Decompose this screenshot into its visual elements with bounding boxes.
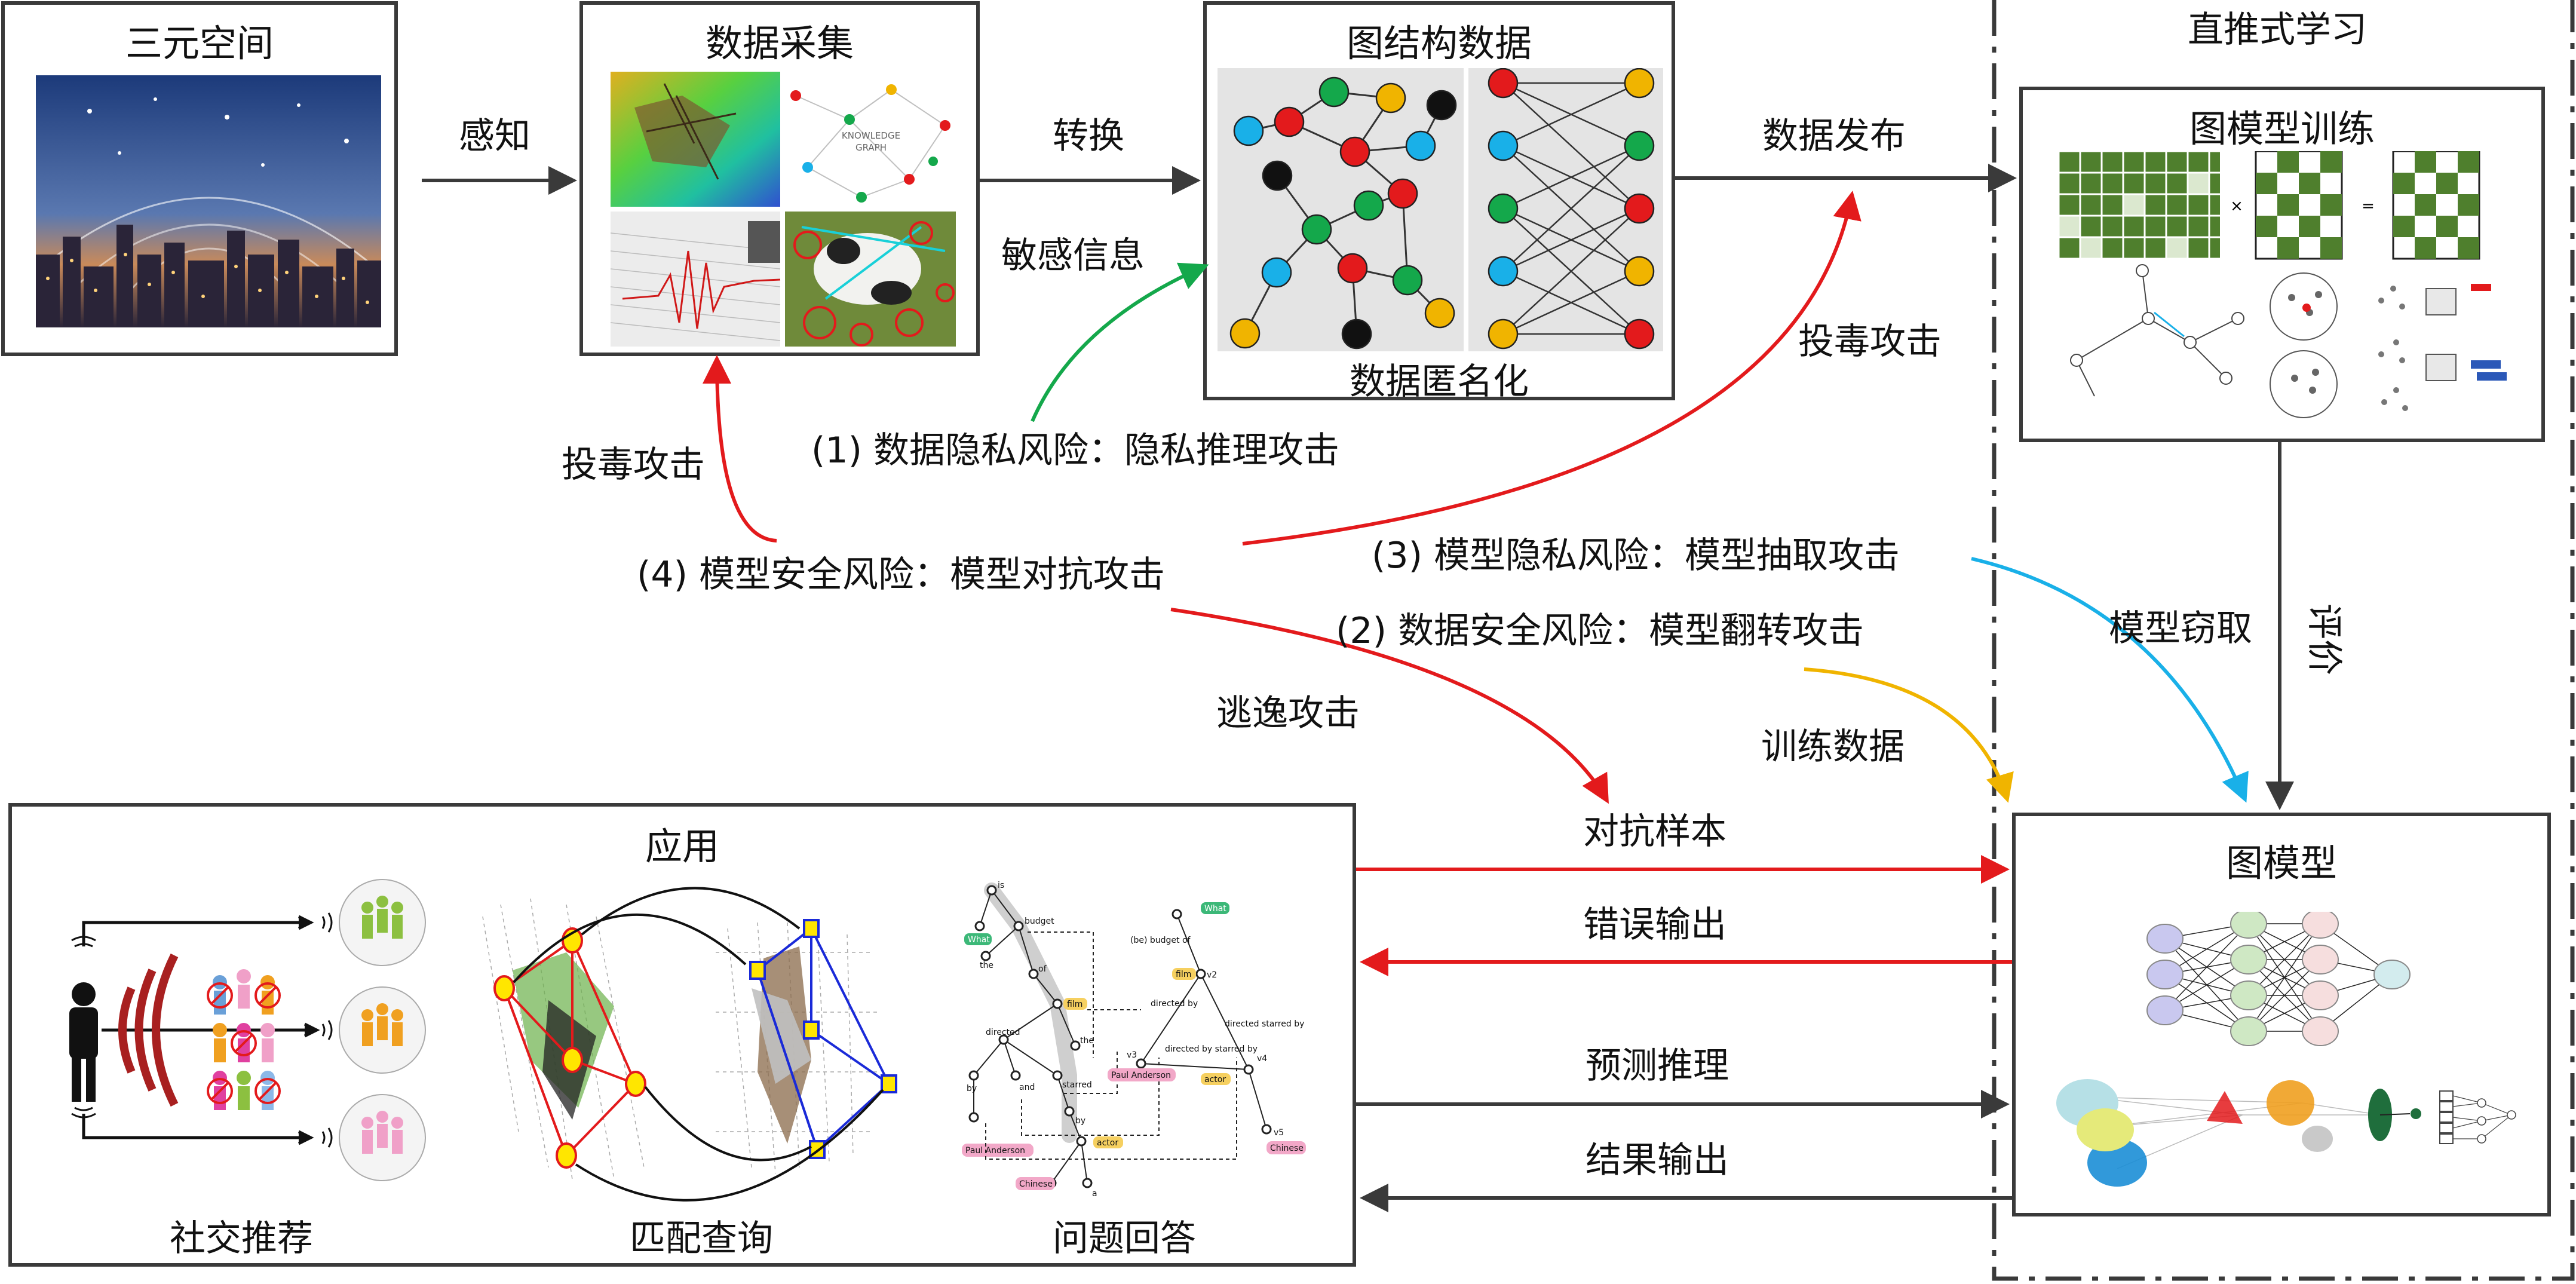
qa-node-10: starred [1062,1080,1092,1090]
label-predict: 预测推理 [1586,1045,1729,1087]
graph-images [1218,68,1663,351]
qa-node-2: What [968,935,990,945]
training-illustration: × = [2059,151,2507,418]
data-collection-title: 数据采集 [705,22,854,65]
label-sensitive: 敏感信息 [1001,235,1145,277]
qa-node-15: a [1092,1189,1097,1199]
kg-text-2: GRAPH [855,142,887,153]
label-steal: 模型窃取 [2109,608,2252,649]
risk-4-label: (4) 模型安全风险：模型对抗攻击 [637,554,1166,596]
label-publish: 数据发布 [1762,115,1906,157]
matching-query-illustration [482,887,897,1202]
qa-node-1: budget [1025,917,1054,926]
application-title: 应用 [645,825,719,868]
label-train-data: 训练数据 [1761,726,1905,768]
label-wrong-output: 错误输出 [1583,904,1726,946]
graph-data-title: 图结构数据 [1346,22,1532,65]
question-answering-illustration: is budget What the of film directed the … [962,881,1306,1199]
risk-3-label: (3) 模型隐私风险：模型抽取攻击 [1372,535,1900,577]
label-result-output: 结果输出 [1586,1139,1729,1181]
ternary-space-title: 三元空间 [125,22,274,65]
qa-node-0: is [998,881,1004,890]
graph-model-box: 图模型 [2012,813,2551,1216]
qa-right-11: v5 [1274,1128,1284,1138]
arrow-sensitive [1031,262,1209,422]
qa-node-8: by [967,1084,977,1093]
social-recommendation-label: 社交推荐 [170,1218,313,1260]
qa-right-8: directed starred by [1225,1019,1304,1029]
application-box: 应用 [8,803,1356,1267]
qa-right-1: (be) budget of [1130,936,1191,945]
label-evaluate: 评价 [2303,603,2345,675]
qa-right-10: actor [1204,1075,1226,1084]
qa-node-5: film [1067,1000,1082,1009]
qa-right-6: Paul Anderson [1111,1071,1171,1080]
graph-model-title: 图模型 [2225,841,2337,885]
data-collection-box: 数据采集 KNOWLEDGE GRAPH [579,1,980,356]
qa-node-9: and [1019,1083,1035,1092]
graph-training-title: 图模型训练 [2189,107,2375,151]
qa-node-3: the [980,961,993,970]
question-answering-label: 问题回答 [1053,1218,1196,1260]
qa-right-7: directed by starred by [1165,1044,1258,1054]
social-recommendation-illustration [69,879,426,1181]
label-convert: 转换 [1053,115,1124,157]
graph-data-box: 图结构数据 [1203,1,1675,403]
graph-training-box: 图模型训练 × = [2019,87,2545,442]
transductive-title: 直推式学习 [2188,9,2367,51]
label-perceive: 感知 [459,115,530,157]
svg-text:=: = [2362,197,2375,215]
qa-right-2: film [1176,970,1191,979]
anonymization-label: 数据匿名化 [1350,361,1529,403]
qa-right-4: directed by [1151,999,1198,1009]
qa-right-12: Chinese [1270,1144,1304,1153]
qa-node-12: actor [1097,1138,1118,1148]
qa-right-0: What [1204,904,1226,914]
city-image [36,75,381,327]
qa-node-4: of [1038,964,1047,974]
qa-node-11: by [1075,1116,1085,1126]
label-evasion: 逃逸攻击 [1216,692,1360,734]
svg-text:×: × [2230,197,2243,215]
qa-right-9: v4 [1257,1054,1267,1064]
label-poison-left: 投毒攻击 [562,444,705,486]
matching-query-label: 匹配查询 [630,1218,773,1260]
qa-right-5: v3 [1127,1050,1137,1060]
collection-images: KNOWLEDGE GRAPH [611,72,956,347]
ternary-space-box: 三元空间 [1,1,398,356]
risk-1-label: (1) 数据隐私风险：隐私推理攻击 [811,430,1340,471]
qa-node-6: directed [986,1028,1020,1037]
label-poison-right: 投毒攻击 [1798,321,1942,363]
arrow-poison-left [703,355,777,543]
label-adversarial: 对抗样本 [1583,811,1726,853]
qa-node-7: the [1080,1036,1094,1046]
kg-text-1: KNOWLEDGE [842,130,900,141]
qa-node-13: Paul Anderson [965,1146,1025,1156]
arrow-steal [1971,557,2249,803]
risk-2-label: (2) 数据安全风险：模型翻转攻击 [1336,610,1864,652]
graph-model-illustration [2056,912,2516,1187]
qa-right-3: v2 [1207,970,1217,980]
qa-node-14: Chinese [1019,1179,1053,1189]
